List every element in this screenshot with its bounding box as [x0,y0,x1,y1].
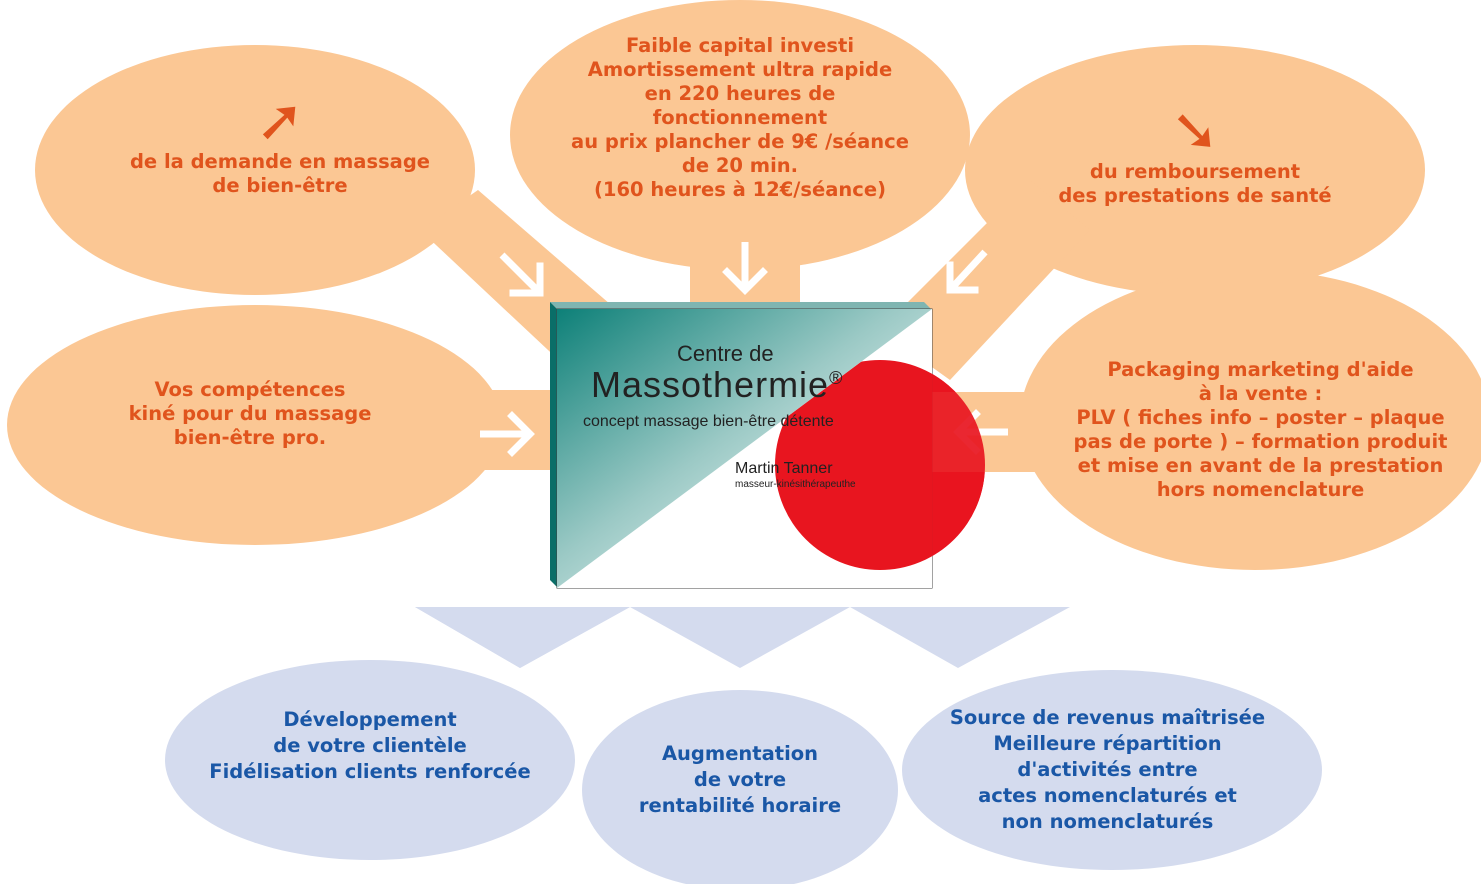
bubble-revenue [902,670,1322,870]
outcome-revenue-line: actes nomenclaturés et [978,784,1237,807]
arrow-down-right-icon [499,252,541,294]
bubble-demand-line: de la demande en massage [129,150,431,173]
arrow-up-right-icon: ➚ [255,86,305,154]
bubble-packaging-line: à la vente : [1198,382,1323,405]
bubble-packaging-text: Packaging marketing d'aide à la vente : … [1048,358,1473,502]
bubble-capital-line: en 220 heures de [644,82,836,105]
bubble-capital-text: Faible capital investi Amortissement ult… [530,34,950,202]
bubble-reimbursement-line: du remboursement [1089,160,1301,183]
outcome-clientele-text: Développement de votre clientèle Fidélis… [170,707,570,785]
outcome-profitability-line: Augmentation [661,742,819,765]
bubble-capital-line: au prix plancher de 9€ /séance [571,130,909,153]
bubble-capital-line: de 20 min. [681,154,799,177]
bubble-packaging-line: et mise en avant de la prestation [1077,454,1444,477]
outcome-clientele-line: Développement [283,708,457,731]
bubble-skills [7,305,560,545]
bubble-capital-line: Faible capital investi [625,34,855,57]
bubble-packaging-line: PLV ( fiches info – poster – plaque [1076,406,1445,429]
outcome-chevrons [415,607,1070,668]
outcome-profitability-line: rentabilité horaire [638,794,842,817]
bubble-packaging-line: hors nomenclature [1156,478,1365,501]
connector-skills [440,390,560,470]
bubble-skills-text: Vos compétences kiné pour du massage bie… [80,378,420,450]
bubble-skills-line: Vos compétences [154,378,346,401]
outcome-clientele-line: Fidélisation clients renforcée [209,760,531,783]
outcome-revenue-line: non nomenclaturés [1001,810,1214,833]
bubble-demand-line: de bien-être [212,174,348,197]
outcome-revenue-line: d'activités entre [1017,758,1198,781]
bubble-reimbursement-text: ➘ du remboursement des prestations de sa… [1030,100,1360,208]
outcome-revenue-text: Source de revenus maîtrisée Meilleure ré… [915,705,1300,835]
bubble-profitability [582,690,898,884]
bubble-capital-line: fonctionnement [652,106,828,129]
bubble-reimbursement-line: des prestations de santé [1058,184,1332,207]
bubble-capital-line: Amortissement ultra rapide [587,58,893,81]
bubble-skills-line: bien-être pro. [173,426,327,449]
arrow-down-left-icon [947,249,988,293]
bubble-capital-line: (160 heures à 12€/séance) [594,178,886,201]
outcome-revenue-line: Source de revenus maîtrisée [949,706,1266,729]
outcome-profitability-line: de votre [693,768,787,791]
outcome-clientele-line: de votre clientèle [273,734,467,757]
bubble-demand-text: ➚ de la demande en massage de bien-être [95,90,465,198]
bubble-capital [510,0,970,310]
outcome-profitability-text: Augmentation de votre rentabilité horair… [600,741,880,819]
arrow-down-right-icon: ➘ [1170,96,1220,164]
outcome-revenue-line: Meilleure répartition [993,732,1222,755]
bubble-packaging-line: pas de porte ) – formation produit [1073,430,1448,453]
bubble-clientele [165,660,575,860]
bubble-packaging-line: Packaging marketing d'aide [1107,358,1414,381]
product-card [550,302,985,589]
bubble-skills-line: kiné pour du massage [128,402,372,425]
